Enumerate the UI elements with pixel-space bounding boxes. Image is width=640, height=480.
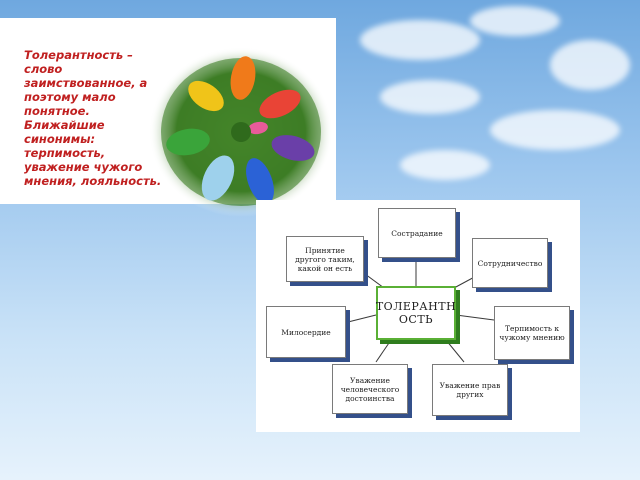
node-mercy: Милосердие [266, 306, 346, 358]
node-cooperation: Сотрудничество [472, 238, 548, 288]
node-compassion: Сострадание [378, 208, 456, 258]
cloud [470, 6, 560, 36]
node-dignity: Уважение человеческого достоинства [332, 364, 408, 414]
definition-card: Толерантность – слово заимствованное, а … [0, 18, 336, 217]
cloud [490, 110, 620, 150]
node-compassion-label: Сострадание [391, 228, 443, 238]
tolerance-diagram: Сострадание Принятие другого таким, како… [256, 200, 580, 432]
definition-text: Толерантность – слово заимствованное, а … [24, 48, 162, 188]
connector-line [455, 314, 495, 321]
node-rights-label: Уважение прав других [439, 381, 501, 399]
hands-illustration [148, 46, 334, 218]
connector-line [445, 339, 465, 363]
node-center-tolerance: ТОЛЕРАНТН ОСТЬ [376, 286, 456, 340]
node-mercy-label: Милосердие [281, 327, 331, 337]
node-cooperation-label: Сотрудничество [477, 258, 543, 268]
diagram-connectors [345, 259, 507, 363]
node-tolerance-opinion: Терпимость к чужому мнению [494, 306, 570, 360]
cloud [380, 80, 480, 114]
cloud [360, 20, 480, 60]
cloud [550, 40, 630, 90]
node-rights: Уважение прав других [432, 364, 508, 416]
colorful-hands-icon [149, 47, 333, 217]
node-acceptance-label: Принятие другого таким, какой он есть [295, 245, 355, 273]
cloud [400, 150, 490, 180]
node-dignity-label: Уважение человеческого достоинства [340, 375, 400, 403]
connector-line [347, 314, 377, 323]
node-acceptance: Принятие другого таким, какой он есть [286, 236, 364, 282]
node-tolerance-opinion-label: Терпимость к чужому мнению [499, 324, 565, 342]
connector-line [375, 339, 392, 363]
node-center-label: ТОЛЕРАНТН ОСТЬ [375, 300, 457, 326]
